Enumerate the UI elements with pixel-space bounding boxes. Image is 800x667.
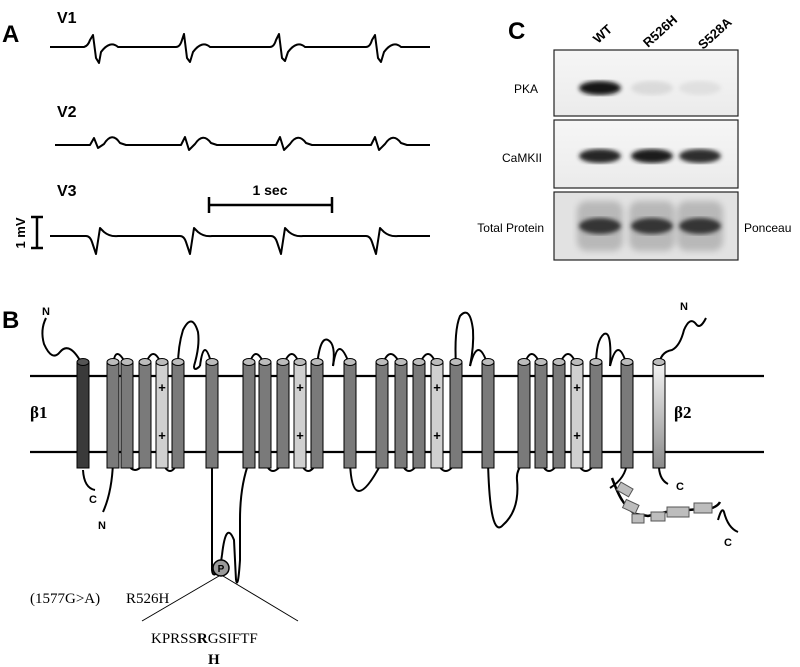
positive-charge-2: + <box>433 428 441 443</box>
band-pka-wt <box>579 81 621 95</box>
beta1-label: β1 <box>30 403 47 422</box>
band-pka-s528a <box>679 81 721 95</box>
panel-a-label: A <box>2 21 19 48</box>
helix-d1-s4: ++ <box>155 358 169 469</box>
helix-d1-s5 <box>171 358 185 469</box>
helix-d1-s2 <box>120 358 134 469</box>
lead-v2-label: V2 <box>57 104 77 121</box>
lane-label-wt: WT <box>590 22 615 47</box>
helix-d2-s4: ++ <box>293 358 307 469</box>
sequence-right: GSIFTF <box>208 631 258 647</box>
beta1-c-terminus: C <box>89 494 97 506</box>
helix-d4-s2 <box>534 358 548 469</box>
positive-charge-1: + <box>573 380 581 395</box>
beta2-label: β2 <box>674 403 691 422</box>
row-label-total-protein: Total Protein <box>477 221 544 235</box>
helix-beta2 <box>652 358 666 469</box>
lane-label-r526h: R526H <box>640 12 680 50</box>
helix-d1-s1 <box>106 358 120 469</box>
positive-charge-1: + <box>433 380 441 395</box>
helix-beta1 <box>76 358 90 469</box>
helix-d2-s6 <box>343 358 357 469</box>
band-camkii-r526h <box>631 149 673 163</box>
helix-d4-s5 <box>589 358 603 469</box>
sequence-left: KPRSS <box>151 631 197 647</box>
callout-line-right <box>222 575 299 622</box>
mutation-cdna: (1577G>A) <box>30 591 100 607</box>
alpha-n-terminus: N <box>98 520 106 532</box>
beta1-n-terminus: N <box>42 306 50 318</box>
blot-bands <box>577 81 723 251</box>
row-label-camkii: CaMKII <box>502 151 542 165</box>
substitution-residue: H <box>208 652 220 667</box>
helix-d3-s3 <box>412 358 426 469</box>
alpha-c-terminus: C <box>724 537 732 549</box>
panel-a: A V1 V2 V3 1 sec 1 mV <box>2 10 430 255</box>
sequence: KPRSSRGSIFTF <box>151 631 258 647</box>
helix-d4-s4: ++ <box>570 358 584 469</box>
ecg-trace-v2 <box>55 136 430 151</box>
panel-c: C WT R526H S528A PKA CaMKII Total Protei… <box>477 12 791 261</box>
panel-c-label: C <box>508 18 525 45</box>
helix-d3-s2 <box>394 358 408 469</box>
band-pka-r526h <box>631 81 673 95</box>
transmembrane-helices: ++++++++ <box>76 358 666 469</box>
voltage-scale-bar <box>31 215 43 250</box>
panel-b: B <box>2 301 764 667</box>
band-total-protein-r526h <box>631 218 673 234</box>
positive-charge-2: + <box>573 428 581 443</box>
helix-d4-s6 <box>620 358 634 469</box>
helix-d2-s1 <box>242 358 256 469</box>
band-total-protein-s528a <box>679 218 721 234</box>
ecg-trace-v1 <box>50 33 430 64</box>
sequence-mutated-residue: R <box>197 631 208 647</box>
phospho-label: P <box>218 564 225 575</box>
positive-charge-2: + <box>158 428 166 443</box>
beta2-c-terminus: C <box>676 481 684 493</box>
helix-d2-s5 <box>310 358 324 469</box>
positive-charge-2: + <box>296 428 304 443</box>
band-total-protein-wt <box>579 218 621 234</box>
panel-b-label: B <box>2 307 19 334</box>
helix-d2-s3 <box>276 358 290 469</box>
positive-charge-1: + <box>296 380 304 395</box>
band-camkii-s528a <box>679 149 721 163</box>
helix-d1-s6 <box>205 358 219 469</box>
helix-d3-s1 <box>375 358 389 469</box>
lane-label-s528a: S528A <box>695 14 735 52</box>
helix-d3-s5 <box>449 358 463 469</box>
helix-d4-s3 <box>552 358 566 469</box>
helix-d2-s2 <box>258 358 272 469</box>
voltage-scale-label: 1 mV <box>13 217 28 248</box>
mutation-protein: R526H <box>126 591 170 607</box>
c-terminal-domain <box>610 477 722 524</box>
helix-d1-s3 <box>138 358 152 469</box>
lead-v1-label: V1 <box>57 10 77 27</box>
time-scale-bar <box>207 197 334 213</box>
callout-line-left <box>141 575 220 622</box>
time-scale-label: 1 sec <box>252 182 287 198</box>
helix-d4-s1 <box>517 358 531 469</box>
beta2-n-terminus: N <box>680 301 688 313</box>
lead-v3-label: V3 <box>57 183 77 200</box>
ecg-trace-v3 <box>50 227 430 255</box>
positive-charge-1: + <box>158 380 166 395</box>
band-camkii-wt <box>579 149 621 163</box>
right-label-ponceau: Ponceau <box>744 221 791 235</box>
phospho-site <box>212 559 230 577</box>
helix-d3-s6 <box>481 358 495 469</box>
helix-d3-s4: ++ <box>430 358 444 469</box>
row-label-pka: PKA <box>514 82 538 96</box>
